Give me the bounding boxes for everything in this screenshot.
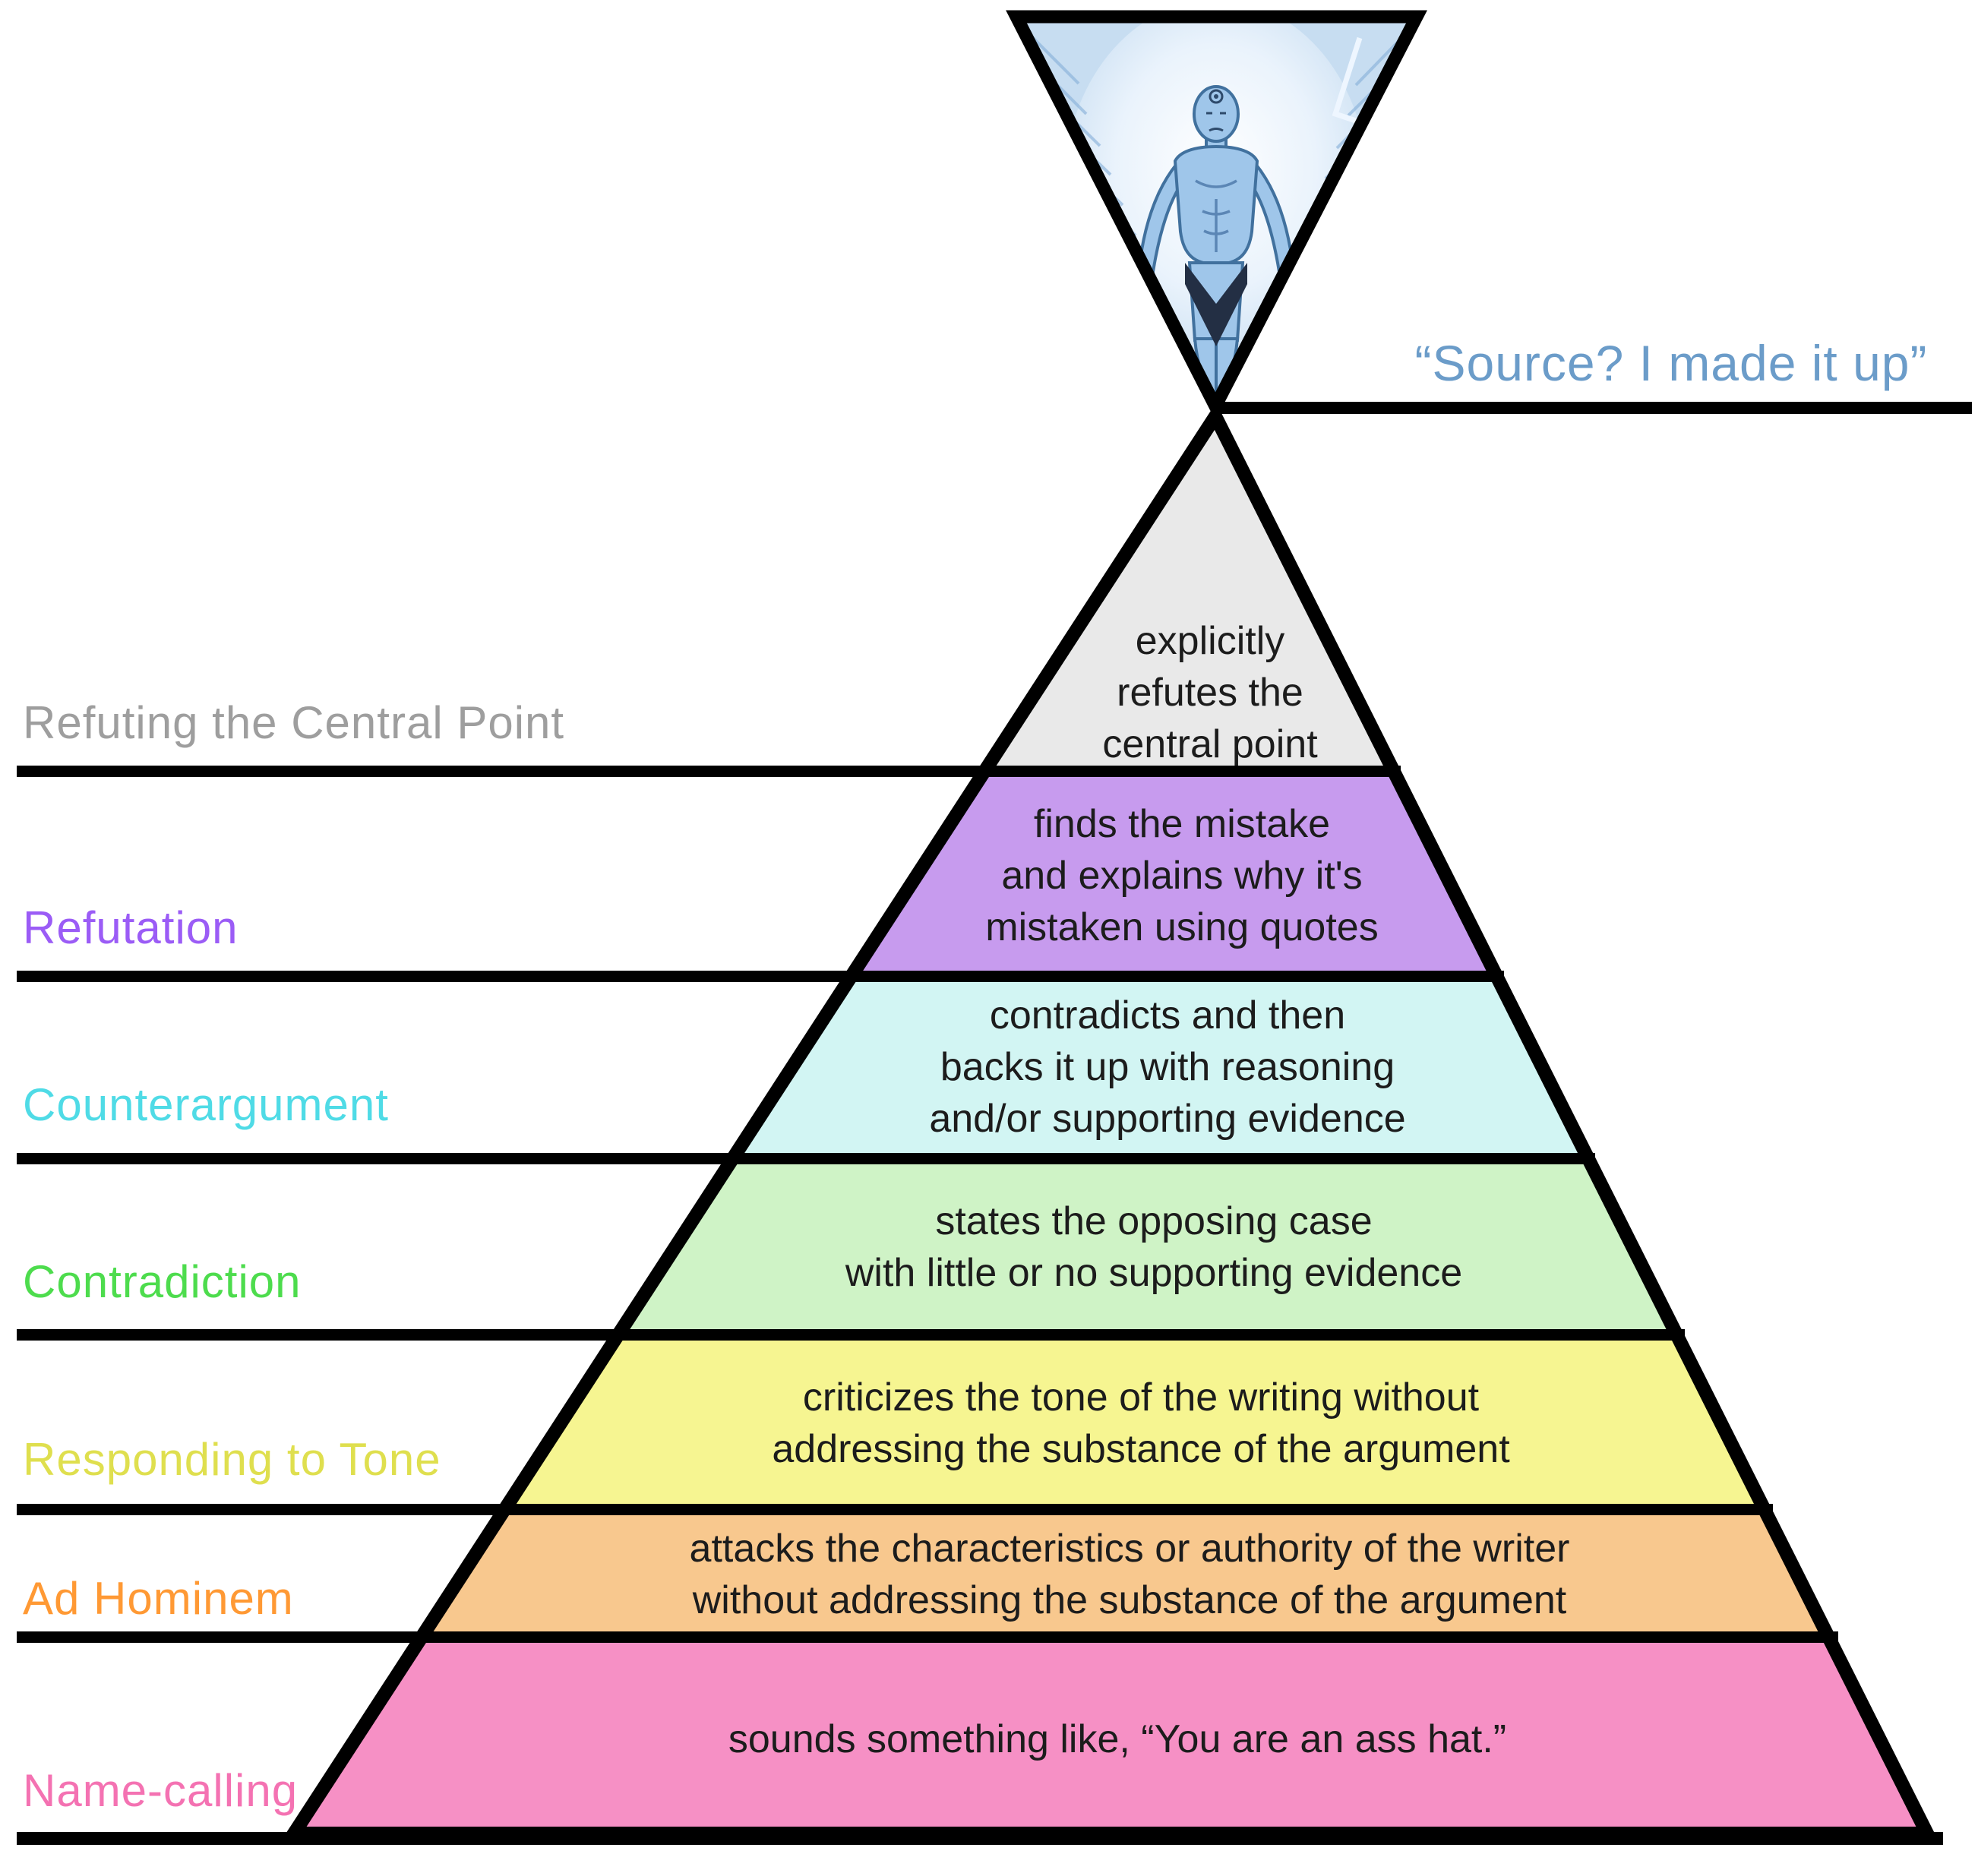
tier-polygon-refutation [852,771,1496,976]
tier-polygon-namecalling [294,1637,1927,1833]
tier-boundary-line-3 [17,1153,1595,1164]
tier-boundary-line-6 [17,1631,1838,1643]
tier-text-line: backs it up with reasoning [940,1045,1395,1089]
tier-text-line: mistaken using quotes [985,905,1379,949]
source-quote: “Source? I made it up” [1414,335,1928,391]
tier-text-line: central point [1102,722,1318,766]
side-label-contradiction: Contradiction [23,1256,302,1307]
pyramid [281,402,1939,1840]
tier-text-line: attacks the characteristics or authority… [689,1527,1570,1571]
tier-text-refutation: finds the mistake and explains why it's … [985,798,1378,953]
tier-polygon-adhominem [422,1509,1828,1637]
tier-text-responding: criticizes the tone of the writing witho… [772,1372,1509,1475]
tier-polygon-counterargument [733,976,1588,1158]
figure-shading [1195,179,1237,252]
side-label-namecalling: Name-calling [23,1765,299,1816]
tier-text-line: states the opposing case [935,1199,1373,1243]
source-underline [1212,402,1972,414]
tier-boundary-line-4 [17,1329,1685,1341]
tier-text-line: with little or no supporting evidence [845,1251,1463,1295]
tier-text-line: finds the mistake [1033,802,1331,846]
tier-polygon-contradiction [618,1158,1676,1334]
rule-lines [17,402,1972,1845]
dr-manhattan-figure [1016,17,1417,406]
side-label-refutation: Refutation [23,902,239,953]
trunks-chevron [1185,263,1247,346]
tier-text-line: sounds something like, “You are an ass h… [728,1717,1507,1761]
tier-text-adhominem: attacks the characteristics or authority… [690,1523,1570,1626]
tier-text-contradiction: states the opposing case with little or … [845,1195,1462,1299]
tier-text-line: and/or supporting evidence [929,1097,1406,1141]
tier-text-counterargument: contradicts and then backs it up with re… [929,990,1405,1145]
side-label-counterargument: Counterargument [23,1079,389,1130]
figure-face [1206,89,1226,132]
tier-text-line: criticizes the tone of the writing witho… [802,1375,1480,1420]
tier-text-line: addressing the substance of the argument [772,1427,1510,1471]
pyramid-base-line [17,1832,1943,1845]
side-label-responding: Responding to Tone [23,1434,441,1485]
tier-text-namecalling: sounds something like, “You are an ass h… [728,1713,1506,1765]
side-label-refuting: Refuting the Central Point [23,697,565,748]
tier-boundary-line-2 [17,971,1504,982]
side-label-adhominem: Ad Hominem [23,1573,294,1624]
tier-text-line: contradicts and then [989,993,1346,1037]
tier-polygon-responding [505,1334,1764,1509]
inverted-triangle-border [1006,10,1427,421]
tier-boundary-line-1 [17,766,1401,777]
tier-text-line: refutes the [1117,671,1303,715]
tier-text-line: without addressing the substance of the … [692,1578,1567,1622]
tier-polygon-refuting [984,416,1393,771]
tier-text-line: explicitly [1135,619,1285,663]
tier-text-refuting: explicitly refutes the central point [1102,615,1317,770]
tier-text-line: and explains why it's [1001,854,1363,898]
tier-boundary-line-5 [17,1504,1773,1515]
